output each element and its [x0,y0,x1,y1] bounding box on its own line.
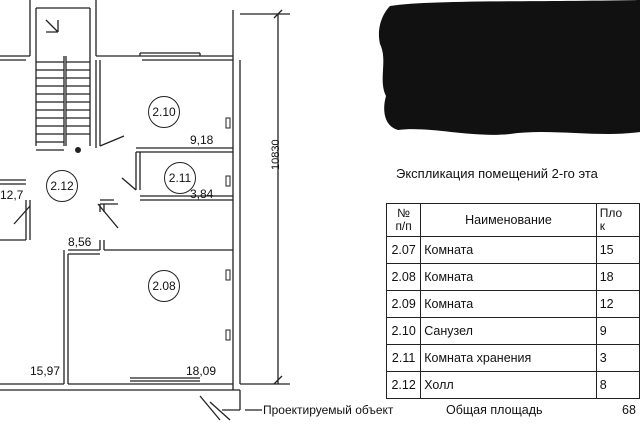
room-area-2-11: 3,84 [190,187,214,201]
room-area-left-partial: 12,7 [0,188,24,202]
redaction-blot [378,0,640,135]
room-area-2-10: 9,18 [190,133,214,147]
table-row: 2.08 Комната 18 [385,263,640,291]
legend-label: Проектируемый объект [263,403,394,417]
row-name: Комната хранения [420,344,597,372]
table-row: 2.09 Комната 12 [385,290,640,318]
room-area-bottom-left: 15,97 [30,364,61,378]
room-marker-2-10: 2.10 [148,96,180,128]
row-num: 2.12 [385,371,422,399]
row-area: 9 [595,317,640,345]
row-area: 3 [595,344,640,372]
room-marker-2-08: 2.08 [148,270,180,302]
row-name: Холл [420,371,597,399]
room-marker-2-12: 2.12 [46,170,78,202]
table-row: 2.11 Комната хранения 3 [385,344,640,372]
row-num: 2.11 [385,344,422,372]
table-row: 2.12 Холл 8 [385,371,640,399]
row-num: 2.08 [385,263,422,291]
room-area-2-08: 18,09 [186,364,217,378]
header-name: Наименование [420,203,597,237]
table-row: 2.10 Санузел 9 [385,317,640,345]
total-area-label: Общая площадь [446,403,543,417]
row-name: Санузел [420,317,597,345]
row-num: 2.07 [385,236,422,264]
explication-title: Экспликация помещений 2-го эта [396,166,598,181]
table-row: 2.07 Комната 15 [385,236,640,264]
row-area: 18 [595,263,640,291]
row-name: Комната [420,263,597,291]
room-marker-2-11: 2.11 [164,162,196,194]
dimension-vertical: 10830 [270,139,282,170]
room-area-2-12: 8,56 [68,235,92,249]
row-name: Комната [420,236,597,264]
row-name: Комната [420,290,597,318]
total-area-value: 68 [622,403,636,417]
row-num: 2.09 [385,290,422,318]
row-area: 15 [595,236,640,264]
row-area: 12 [595,290,640,318]
row-num: 2.10 [385,317,422,345]
row-area: 8 [595,371,640,399]
